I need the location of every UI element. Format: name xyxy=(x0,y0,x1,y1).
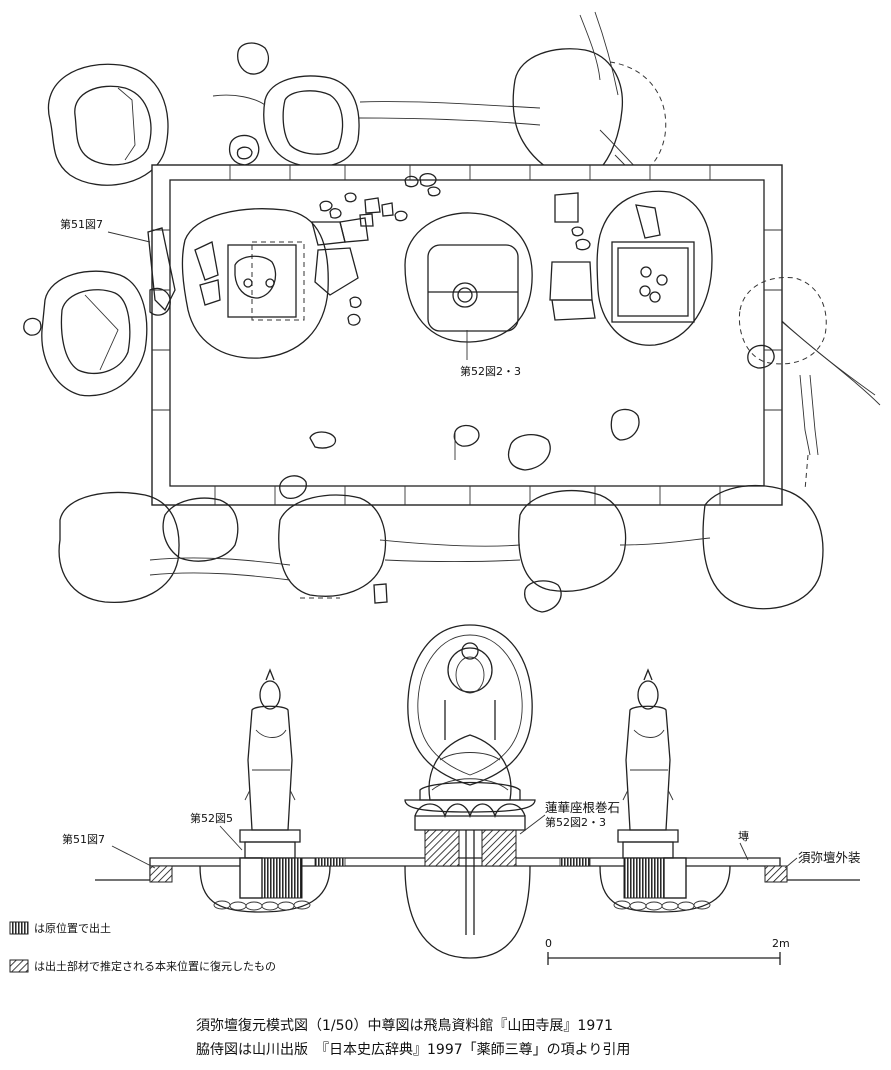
caption-line-1: 須弥壇復元模式図（1/50）中尊図は飛鳥資料館『山田寺展』1971 xyxy=(196,1017,613,1034)
central-buddha-figure xyxy=(407,624,533,801)
legend-swatch-restored xyxy=(9,959,29,973)
plan-label-fig52-2-3: 第52図2・3 xyxy=(460,364,521,378)
section-label-lotus-fig: 第52図2・3 xyxy=(545,815,606,829)
section-label-lotus-base: 蓮華座根巻石 xyxy=(545,800,620,815)
section-label-fig52-5: 第52図5 xyxy=(190,811,233,825)
legend: は原位置で出土 は出土部材で推定される本来位置に復元したもの xyxy=(9,921,276,973)
right-attendant-figure xyxy=(617,668,679,859)
section-label-tile: 塼 xyxy=(738,830,749,843)
legend-in-situ: は原位置で出土 xyxy=(34,921,111,935)
section-view: 第52図5 第51図7 蓮華座根巻石 第52図2・3 塼 須弥壇外装 xyxy=(62,624,861,959)
section-label-sumidan-facing: 須弥壇外装 xyxy=(798,850,861,865)
scale-bar: 0 2m xyxy=(545,937,790,965)
caption: 須弥壇復元模式図（1/50）中尊図は飛鳥資料館『山田寺展』1971 脇侍図は山川… xyxy=(196,1017,630,1058)
left-attendant-figure xyxy=(239,668,301,859)
caption-line-2: 脇侍図は山川出版 『日本史広辞典』1997「薬師三尊」の項より引用 xyxy=(196,1041,630,1058)
scale-end: 2m xyxy=(772,937,790,950)
legend-swatch-in-situ xyxy=(9,921,29,935)
plan-label-fig51-7: 第51図7 xyxy=(60,217,103,231)
section-label-fig51-7: 第51図7 xyxy=(62,832,105,846)
plan-view: 第52図2・3 xyxy=(23,11,881,613)
scale-start: 0 xyxy=(545,937,552,950)
legend-restored: は出土部材で推定される本来位置に復元したもの xyxy=(34,959,276,973)
